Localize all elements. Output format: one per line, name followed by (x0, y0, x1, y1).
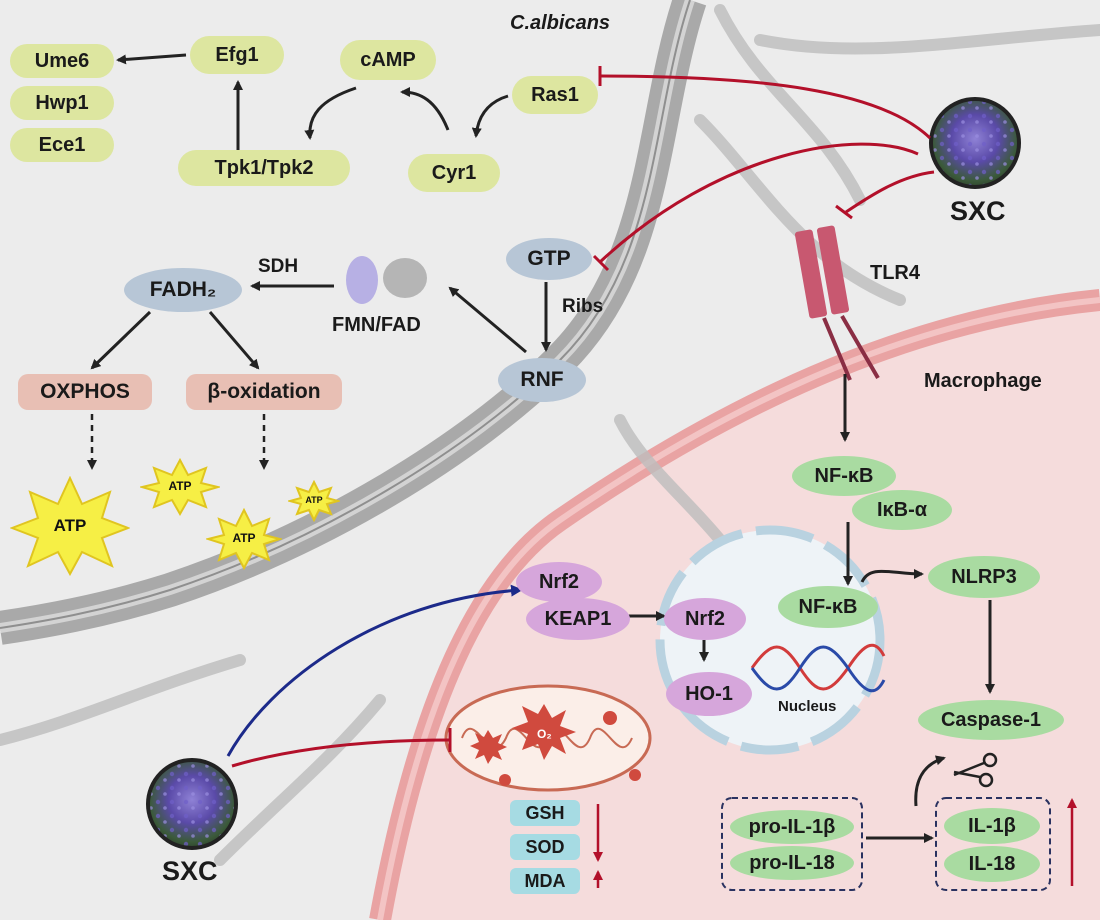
fmn-fad-structures (346, 256, 427, 304)
pro-cytokine-box (721, 797, 863, 891)
sdh-label: SDH (258, 256, 299, 277)
ece1-node: Ece1 (10, 128, 114, 162)
activation-arrows (90, 53, 995, 843)
tlr4-label: TLR4 (870, 262, 920, 284)
mitochondrion (444, 684, 652, 792)
efg1-node: Efg1 (190, 36, 284, 74)
atp-burst-3: ATP (204, 507, 284, 571)
dna-helix (750, 643, 886, 693)
dashed-arrows (87, 414, 269, 470)
mda-node: MDA (510, 868, 580, 894)
fungal-wall-line-2 (0, 0, 691, 629)
rnf-node: RNF (498, 358, 586, 402)
pro-il18-node: pro-IL-18 (730, 846, 854, 880)
gtp-node: GTP (506, 238, 592, 280)
hyphae (0, 4, 1100, 866)
atp-label: ATP (168, 479, 192, 493)
nfkb-node: NF-κB (792, 456, 896, 496)
il1b-node: IL-1β (944, 808, 1040, 844)
nfkb-nuclear-node: NF-κB (778, 586, 878, 628)
sxc-image-top (929, 97, 1021, 189)
macrophage-membrane-inner (377, 297, 1100, 920)
nrf2-node: Nrf2 (516, 562, 602, 602)
atp-label: ATP (53, 516, 87, 535)
atp-label: ATP (305, 495, 323, 505)
ikba-node: IκB-α (852, 490, 952, 530)
sod-node: SOD (510, 834, 580, 860)
nrf2-activation-arrow (226, 584, 523, 757)
cyr1-node: Cyr1 (408, 154, 500, 192)
sxc-image-bottom (146, 758, 238, 850)
ribs-label: Ribs (562, 296, 604, 317)
cell-label: Macrophage (924, 370, 1042, 392)
o2-label: O₂ (537, 727, 552, 741)
atp-burst-2: ATP (138, 457, 222, 517)
caspase1-node: Caspase-1 (918, 700, 1064, 740)
level-arrows (593, 798, 1077, 888)
hwp1-node: Hwp1 (10, 86, 114, 120)
oxphos-node: OXPHOS (18, 374, 152, 410)
drug-label-bottom: SXC (162, 856, 218, 886)
fmn-fad-label: FMN/FAD (332, 314, 421, 336)
tlr4-receptor (794, 225, 880, 381)
nucleus-label: Nucleus (778, 698, 837, 715)
atp-burst-4: ATP (286, 479, 342, 523)
fadh2-node: FADH₂ (124, 268, 242, 312)
atp-burst-large: ATP (9, 475, 131, 577)
beta-oxidation-node: β-oxidation (186, 374, 342, 410)
camp-node: cAMP (340, 40, 436, 80)
nlrp3-node: NLRP3 (928, 556, 1040, 598)
ho1-node: HO-1 (666, 672, 752, 716)
ume6-node: Ume6 (10, 44, 114, 78)
drug-label-top: SXC (950, 196, 1006, 226)
il18-node: IL-18 (944, 846, 1040, 882)
keap1-node: KEAP1 (526, 598, 630, 640)
tpk-node: Tpk1/Tpk2 (178, 150, 350, 186)
atp-label: ATP (232, 531, 256, 545)
gsh-node: GSH (510, 800, 580, 826)
scissors-icon (953, 752, 998, 788)
nrf2-nuclear-node: Nrf2 (664, 598, 746, 640)
mature-cytokine-box (935, 797, 1051, 891)
pro-il1b-node: pro-IL-1β (730, 810, 854, 844)
inhibition-lines (231, 66, 935, 768)
ras1-node: Ras1 (512, 76, 598, 114)
organism-label: C.albicans (510, 12, 611, 34)
